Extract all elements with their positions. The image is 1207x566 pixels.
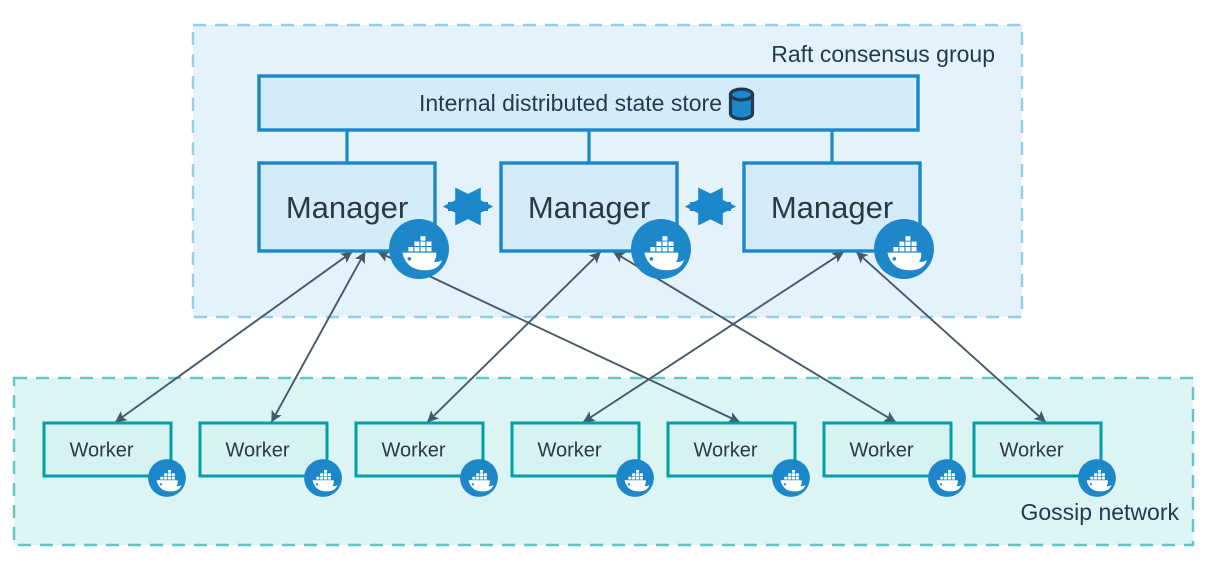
worker-label-2: Worker [381, 440, 445, 462]
worker-label-5: Worker [849, 440, 913, 462]
docker-whale-icon-worker-1 [304, 459, 342, 497]
worker-box-0 [42, 421, 173, 478]
worker-box-1 [198, 421, 329, 478]
manager-label-1: Manager [528, 190, 650, 225]
worker-label-4: Worker [693, 440, 757, 462]
docker-whale-icon-worker-5 [928, 459, 966, 497]
manager-worker-link-1 [270, 251, 366, 423]
manager-worker-link-6 [855, 251, 1047, 423]
worker-box-3 [510, 421, 641, 478]
worker-label-6: Worker [999, 440, 1063, 462]
workers-layer: Worker Worker Worker Worker Worker Worker Work… [42, 421, 1103, 478]
zone-label-raft: Raft consensus group [771, 41, 995, 67]
docker-whale-icon-manager-0 [389, 219, 449, 279]
worker-box-5 [822, 421, 953, 478]
database-cylinder-icon [728, 87, 755, 121]
docker-whale-icon-worker-2 [460, 459, 498, 497]
state-store-label: Internal distributed state store [419, 90, 722, 116]
manager-label-0: Manager [286, 190, 408, 225]
docker-whale-icon-manager-1 [631, 219, 691, 279]
manager-worker-link-3 [426, 251, 602, 423]
docker-whale-icon-worker-3 [616, 459, 654, 497]
worker-label-0: Worker [69, 440, 133, 462]
zone-label-gossip: Gossip network [1020, 499, 1179, 525]
worker-box-2 [354, 421, 485, 478]
worker-label-1: Worker [225, 440, 289, 462]
manager-label-2: Manager [771, 190, 893, 225]
docker-whale-icon-worker-4 [772, 459, 810, 497]
docker-whale-icon-worker-6 [1078, 459, 1116, 497]
docker-whale-icon-manager-2 [874, 219, 934, 279]
docker-whale-icon-worker-0 [148, 459, 186, 497]
worker-label-3: Worker [537, 440, 601, 462]
store-connectors-layer [345, 130, 834, 163]
worker-links-layer [114, 251, 1047, 423]
worker-box-4 [666, 421, 797, 478]
state-store-layer: Internal distributed state store [257, 74, 920, 132]
state-store-box [257, 74, 920, 132]
managers-layer: Manager Manager Manager [257, 161, 922, 253]
worker-box-6 [972, 421, 1103, 478]
manager-worker-link-5 [582, 251, 845, 423]
